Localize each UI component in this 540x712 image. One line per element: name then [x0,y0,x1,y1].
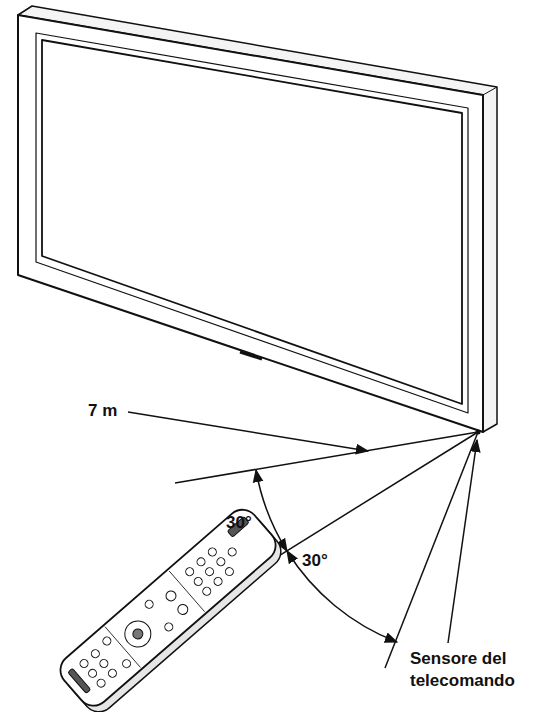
monitor-side [18,6,497,432]
angle-label: 30° [226,512,252,534]
leader-line [128,412,368,451]
range-line [175,432,478,483]
remote-control [54,503,287,712]
distance-label: 7 m [88,400,117,422]
range-line [385,432,478,668]
bezel [36,33,468,413]
screen [42,40,462,404]
monitor-frame [18,15,483,432]
angle-label: 30° [302,550,328,572]
leader-line [448,440,477,643]
angle-arc [287,551,397,642]
logo [240,352,262,359]
sensor-label: Sensore del telecomando [410,648,532,692]
